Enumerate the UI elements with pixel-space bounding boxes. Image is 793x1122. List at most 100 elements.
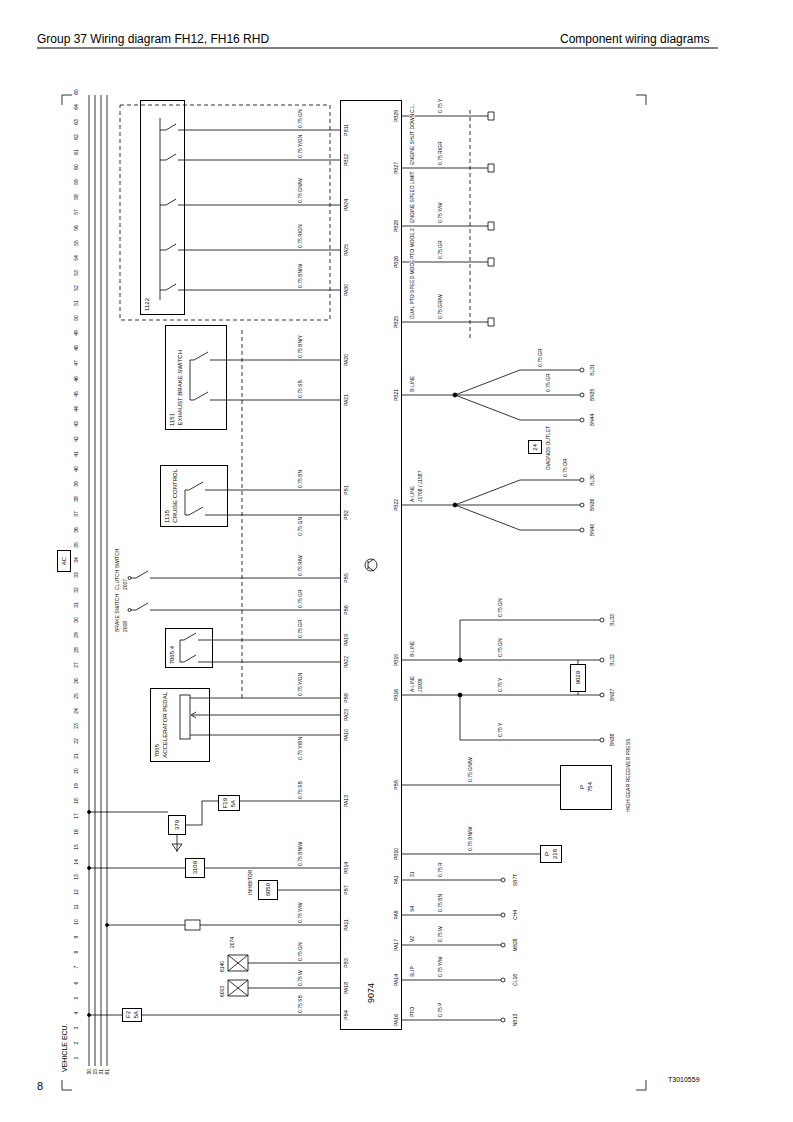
- column-number: 55: [74, 240, 79, 246]
- wire-label: 0.75 BN: [438, 894, 443, 912]
- node-text: F2: [125, 1011, 131, 1018]
- pin-label: PB11: [344, 124, 349, 136]
- pin-label: PA10: [344, 729, 349, 741]
- column-number: 33: [74, 572, 79, 578]
- wire-label: 0.75 Y: [498, 678, 503, 692]
- connector-pins: [488, 112, 494, 326]
- wire-label: 0.75 BN: [298, 470, 303, 488]
- wire-label: 0.75 GN/W: [298, 178, 303, 203]
- signal-name: V2: [410, 936, 415, 942]
- connector-code: BN44: [590, 414, 595, 427]
- pin-label: PB1: [344, 485, 349, 494]
- fuse-box: F195A: [218, 795, 240, 811]
- node-text: 1151: [169, 413, 175, 426]
- node-text: 5A: [133, 1011, 139, 1018]
- column-number: 50: [74, 315, 79, 321]
- wire-connector: [185, 130, 340, 131]
- node-text: 9074: [367, 983, 376, 1003]
- connector-code: BL33: [610, 614, 615, 626]
- column-number: 25: [74, 693, 79, 699]
- node-text: 7065.4: [169, 646, 175, 664]
- switch-contacts-1135: [185, 482, 228, 515]
- module-symbols: [228, 955, 248, 996]
- column-number: 26: [74, 678, 79, 684]
- column-number: 46: [74, 376, 79, 382]
- column-number: 51: [74, 300, 79, 306]
- pin-label: PB25: [394, 316, 399, 328]
- wire-label: 0.75 Y/GN: [298, 135, 303, 158]
- column-number: 6: [74, 981, 79, 984]
- wire-label: 0.75 SB: [298, 995, 303, 1013]
- component-number: 6003: [220, 986, 225, 997]
- dashed-harness: [120, 105, 470, 700]
- column-number: 64: [74, 104, 79, 110]
- splice-dots: [88, 393, 463, 1017]
- pin-label: PB3: [344, 958, 349, 967]
- component-number: 2074: [230, 937, 235, 948]
- column-number: 49: [74, 330, 79, 336]
- wire-label: 0.75 GN: [298, 109, 303, 128]
- column-number: 43: [74, 421, 79, 427]
- wire-label: 0.75 GR: [298, 619, 303, 638]
- pin-label: PB27: [394, 162, 399, 174]
- column-number: 36: [74, 527, 79, 533]
- column-number: 4: [74, 1011, 79, 1014]
- wire-label: 0.75 GN/W: [468, 757, 473, 782]
- wire-connector: [402, 785, 560, 786]
- node-text: 1135: [164, 510, 170, 523]
- connector-code: BL32: [610, 654, 615, 666]
- switch-contacts-7065-4: [180, 633, 213, 662]
- node-text: P: [544, 852, 550, 856]
- wire-connector: [278, 890, 340, 891]
- node-text: ACCELERATOR PEDAL: [162, 692, 168, 758]
- wire-connector: [142, 1015, 340, 1016]
- component-name: DIAGNOS OUTLET: [546, 426, 551, 470]
- pin-label: PA9: [394, 910, 399, 919]
- pin-label: PA22: [344, 656, 349, 668]
- resistor-symbol: [185, 920, 200, 930]
- bus-name: A-LINE: [410, 676, 415, 692]
- column-number: 23: [74, 723, 79, 729]
- pin-label: PA24: [344, 199, 349, 211]
- column-number: 38: [74, 497, 79, 503]
- signal-name: S4: [410, 906, 415, 912]
- connector-code: CL18: [513, 974, 518, 986]
- connector-box: 24: [528, 440, 542, 454]
- wire-label: 0.75 GN: [498, 598, 503, 617]
- page-title: Group 37 Wiring diagram FH12, FH16 RHD: [37, 33, 269, 45]
- column-number: 47: [74, 361, 79, 367]
- resistor-box: 9029: [570, 664, 586, 692]
- column-number: 40: [74, 466, 79, 472]
- wire-label: 0.75 GR: [538, 348, 543, 367]
- pin-label: PB2: [344, 510, 349, 519]
- column-number: 14: [74, 859, 79, 865]
- column-number: 31: [74, 602, 79, 608]
- pin-label: PA23: [344, 709, 349, 721]
- potentiometer-wiper: [190, 698, 210, 735]
- pin-label: PB5: [344, 573, 349, 582]
- connector-code: BN36: [590, 499, 595, 512]
- connector-code: NB13: [513, 1014, 518, 1027]
- pin-label: PB8: [344, 693, 349, 702]
- column-number: 53: [74, 270, 79, 276]
- switch-contacts-1122: [160, 118, 185, 300]
- function-name: ENGINE SHUT DOWN: [410, 114, 415, 165]
- bus-name: J1939: [418, 678, 423, 692]
- node-text: F19: [222, 798, 228, 808]
- ecu-symbol: [365, 559, 377, 571]
- pin-label: PB4: [344, 1010, 349, 1019]
- column-number: 24: [74, 708, 79, 714]
- ecu-box: 9074: [340, 100, 402, 1030]
- supply-label: 61: [105, 1069, 110, 1075]
- pin-label: PB21: [394, 389, 399, 401]
- pin-label: PB7: [344, 885, 349, 894]
- pin-label: PB15: [394, 654, 399, 666]
- column-number: 22: [74, 738, 79, 744]
- switch-box: 1135CRUISE CONTROL: [160, 465, 228, 527]
- wire-label: 0.75 GR/W: [438, 294, 443, 319]
- node-text: AC: [61, 557, 67, 565]
- connector-code: BN37: [610, 689, 615, 702]
- pin-label: PB26: [394, 256, 399, 268]
- wire-connector: [402, 854, 540, 855]
- wires-right: [402, 116, 600, 1020]
